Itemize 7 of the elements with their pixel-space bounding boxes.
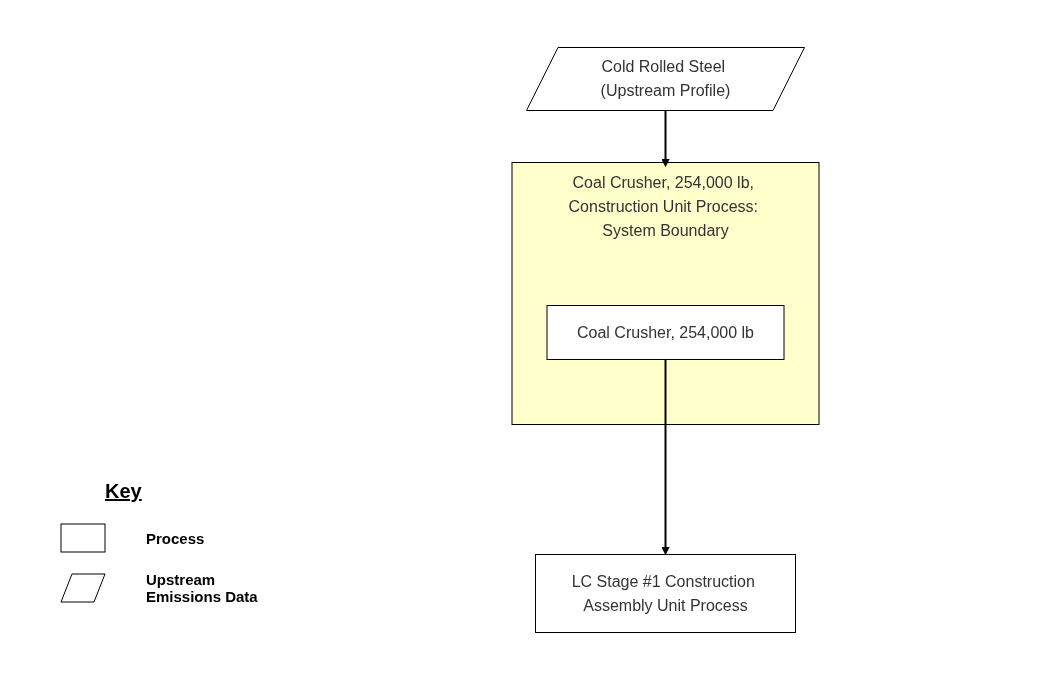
node-box: LC Stage #1 Construction Assembly Unit Process (534, 554, 796, 633)
node-box: Coal Crusher, 254,000 lb (546, 305, 784, 360)
arrow (660, 358, 670, 555)
legend-text: Process (146, 529, 205, 547)
key-heading: Key (105, 480, 142, 503)
legend-text: Upstream Emissions Data (146, 571, 259, 605)
arrow (660, 109, 670, 167)
